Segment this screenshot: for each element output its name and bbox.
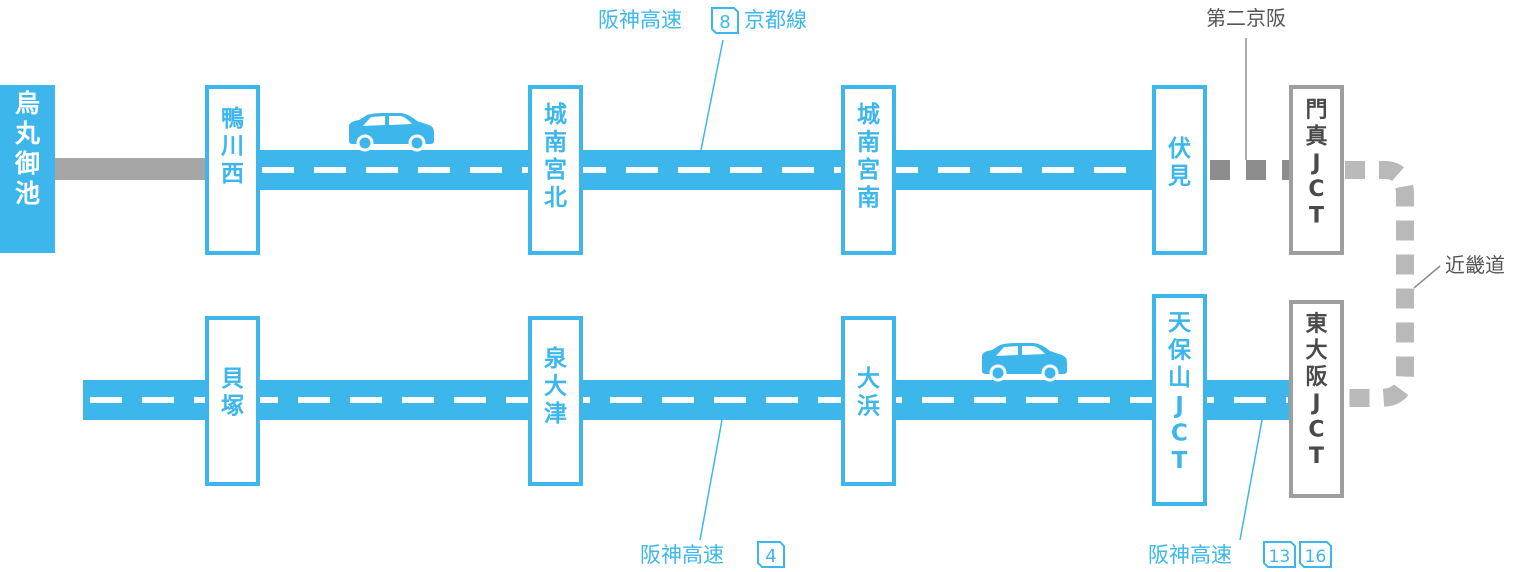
car-icon-top	[349, 113, 434, 152]
route-badge-frame	[1299, 541, 1332, 568]
route-label-suffix: 京都線	[744, 8, 807, 32]
station-label: 貝塚	[221, 366, 244, 420]
station-label: 大浜	[857, 366, 880, 420]
station-label: 城南宮南	[857, 101, 880, 211]
station-kaizuka: 貝塚	[205, 316, 260, 486]
route-label-4: 阪神高速 4	[640, 541, 785, 568]
route-label-prefix: 阪神高速	[598, 8, 682, 32]
station-kamogawa-nishi: 鴨川西	[205, 85, 260, 255]
station-label: 鴨川西	[221, 106, 244, 187]
kinkido-dashed-route	[1345, 161, 1414, 407]
station-jonangu-kita: 城南宮北	[528, 85, 583, 255]
leader-line-route13-16	[1239, 419, 1263, 541]
start-station-box	[0, 85, 55, 253]
station-fushimi: 伏見	[1152, 85, 1207, 255]
station-label: 城南宮北	[544, 101, 567, 211]
connector-road-gray	[55, 158, 210, 180]
station-izumiotsu: 泉大津	[528, 316, 583, 486]
station-hamadera: 大浜	[841, 316, 896, 486]
route-badge-number: 13	[1269, 547, 1291, 567]
leader-line-kyoto	[700, 39, 724, 151]
route-badge-number: 8	[719, 12, 730, 33]
car-icon-bottom	[982, 343, 1067, 382]
label-daini-keihan: 第二京阪	[1206, 6, 1286, 30]
route-label-kyoto: 阪神高速 8 京都線	[598, 7, 807, 34]
route-badge-number: 16	[1305, 547, 1327, 567]
route-label-prefix: 阪神高速	[640, 543, 724, 567]
route-badge-frame	[757, 541, 785, 568]
route-badge-frame	[711, 7, 739, 34]
route-label-13-16: 阪神高速 13 16	[1148, 541, 1332, 568]
route-badge-frame	[1263, 541, 1296, 568]
start-station-label: 烏丸御池	[14, 89, 40, 208]
leader-line-route4	[699, 419, 723, 541]
route-badge-number: 4	[765, 546, 776, 567]
station-jonangu-minami: 城南宮南	[841, 85, 896, 255]
station-label: 伏見	[1168, 135, 1191, 190]
route-label-prefix: 阪神高速	[1148, 543, 1232, 567]
station-label: 泉大津	[544, 345, 568, 427]
label-kinkido: 近畿道	[1445, 253, 1505, 277]
leader-line-kinkido	[1413, 265, 1441, 289]
